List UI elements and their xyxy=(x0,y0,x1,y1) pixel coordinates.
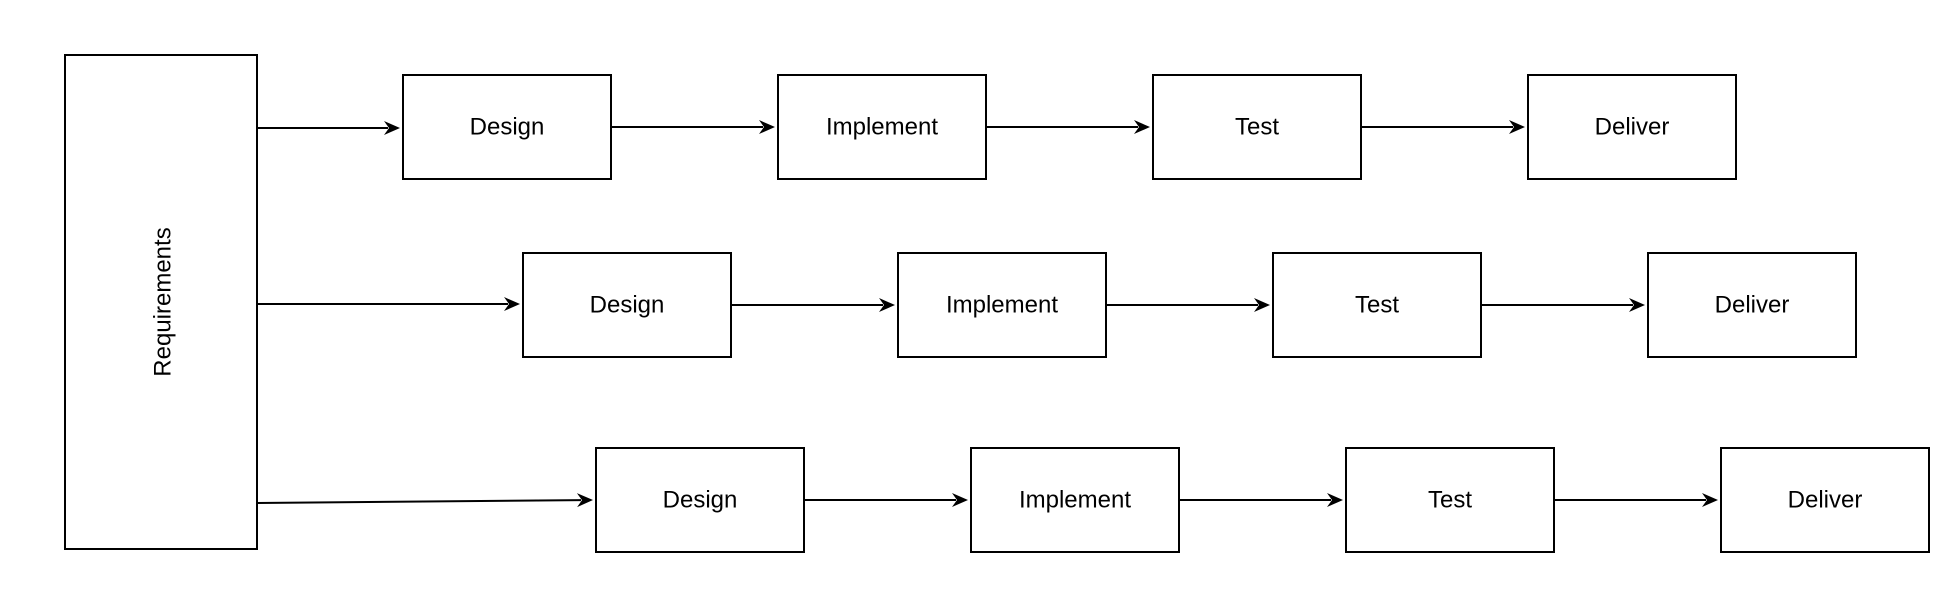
design-label: Design xyxy=(590,292,665,319)
implement-label: Implement xyxy=(1019,487,1131,514)
workflow-row-1: Design Implement Test Deliver xyxy=(257,74,1737,180)
arrowhead xyxy=(759,120,775,134)
arrowhead xyxy=(384,121,400,135)
implement-to-test-arrow xyxy=(1179,493,1343,507)
workflow-row-2: Design Implement Test Deliver xyxy=(257,252,1857,358)
arrowhead xyxy=(576,493,593,508)
implement-to-test-arrow xyxy=(986,120,1150,134)
deliver-label: Deliver xyxy=(1715,292,1790,319)
deliver-box xyxy=(1647,252,1857,358)
test-box xyxy=(1152,74,1362,180)
design-box xyxy=(402,74,612,180)
arrowhead xyxy=(504,297,520,311)
design-node: Design xyxy=(522,252,732,358)
design-label: Design xyxy=(470,114,545,141)
test-box xyxy=(1345,447,1555,553)
arrowhead xyxy=(952,493,968,507)
design-to-implement-arrow xyxy=(731,298,895,312)
design-node: Design xyxy=(595,447,805,553)
design-box xyxy=(595,447,805,553)
test-box xyxy=(1272,252,1482,358)
design-to-implement-arrow xyxy=(804,493,968,507)
arrow-line xyxy=(256,499,582,504)
implement-box xyxy=(970,447,1180,553)
test-node: Test xyxy=(1272,252,1482,358)
test-label: Test xyxy=(1355,292,1399,319)
implement-label: Implement xyxy=(946,292,1058,319)
test-node: Test xyxy=(1345,447,1555,553)
requirements-to-design-arrow xyxy=(256,493,593,508)
requirements-to-design-arrow xyxy=(257,121,400,135)
requirements-to-design-arrow xyxy=(257,297,520,311)
implement-box xyxy=(897,252,1107,358)
test-to-deliver-arrow xyxy=(1481,298,1645,312)
deliver-node: Deliver xyxy=(1647,252,1857,358)
arrowhead xyxy=(1702,493,1718,507)
test-node: Test xyxy=(1152,74,1362,180)
implement-to-test-arrow xyxy=(1106,298,1270,312)
workflow-row-3: Design Implement Test Deliver xyxy=(256,447,1930,553)
implement-label: Implement xyxy=(826,114,938,141)
deliver-label: Deliver xyxy=(1595,114,1670,141)
implement-node: Implement xyxy=(897,252,1107,358)
requirements-box xyxy=(64,54,258,550)
implement-node: Implement xyxy=(970,447,1180,553)
deliver-node: Deliver xyxy=(1527,74,1737,180)
arrowhead xyxy=(1134,120,1150,134)
deliver-node: Deliver xyxy=(1720,447,1930,553)
implement-node: Implement xyxy=(777,74,987,180)
test-to-deliver-arrow xyxy=(1554,493,1718,507)
arrowhead xyxy=(879,298,895,312)
deliver-box xyxy=(1720,447,1930,553)
requirements-node: Requirements xyxy=(64,54,258,550)
deliver-label: Deliver xyxy=(1788,487,1863,514)
arrowhead xyxy=(1254,298,1270,312)
design-node: Design xyxy=(402,74,612,180)
arrowhead xyxy=(1629,298,1645,312)
deliver-box xyxy=(1527,74,1737,180)
design-box xyxy=(522,252,732,358)
test-to-deliver-arrow xyxy=(1361,120,1525,134)
test-label: Test xyxy=(1428,487,1472,514)
implement-box xyxy=(777,74,987,180)
requirements-label: Requirements xyxy=(150,227,177,376)
arrowhead xyxy=(1509,120,1525,134)
arrowhead xyxy=(1327,493,1343,507)
design-label: Design xyxy=(663,487,738,514)
design-to-implement-arrow xyxy=(611,120,775,134)
test-label: Test xyxy=(1235,114,1279,141)
